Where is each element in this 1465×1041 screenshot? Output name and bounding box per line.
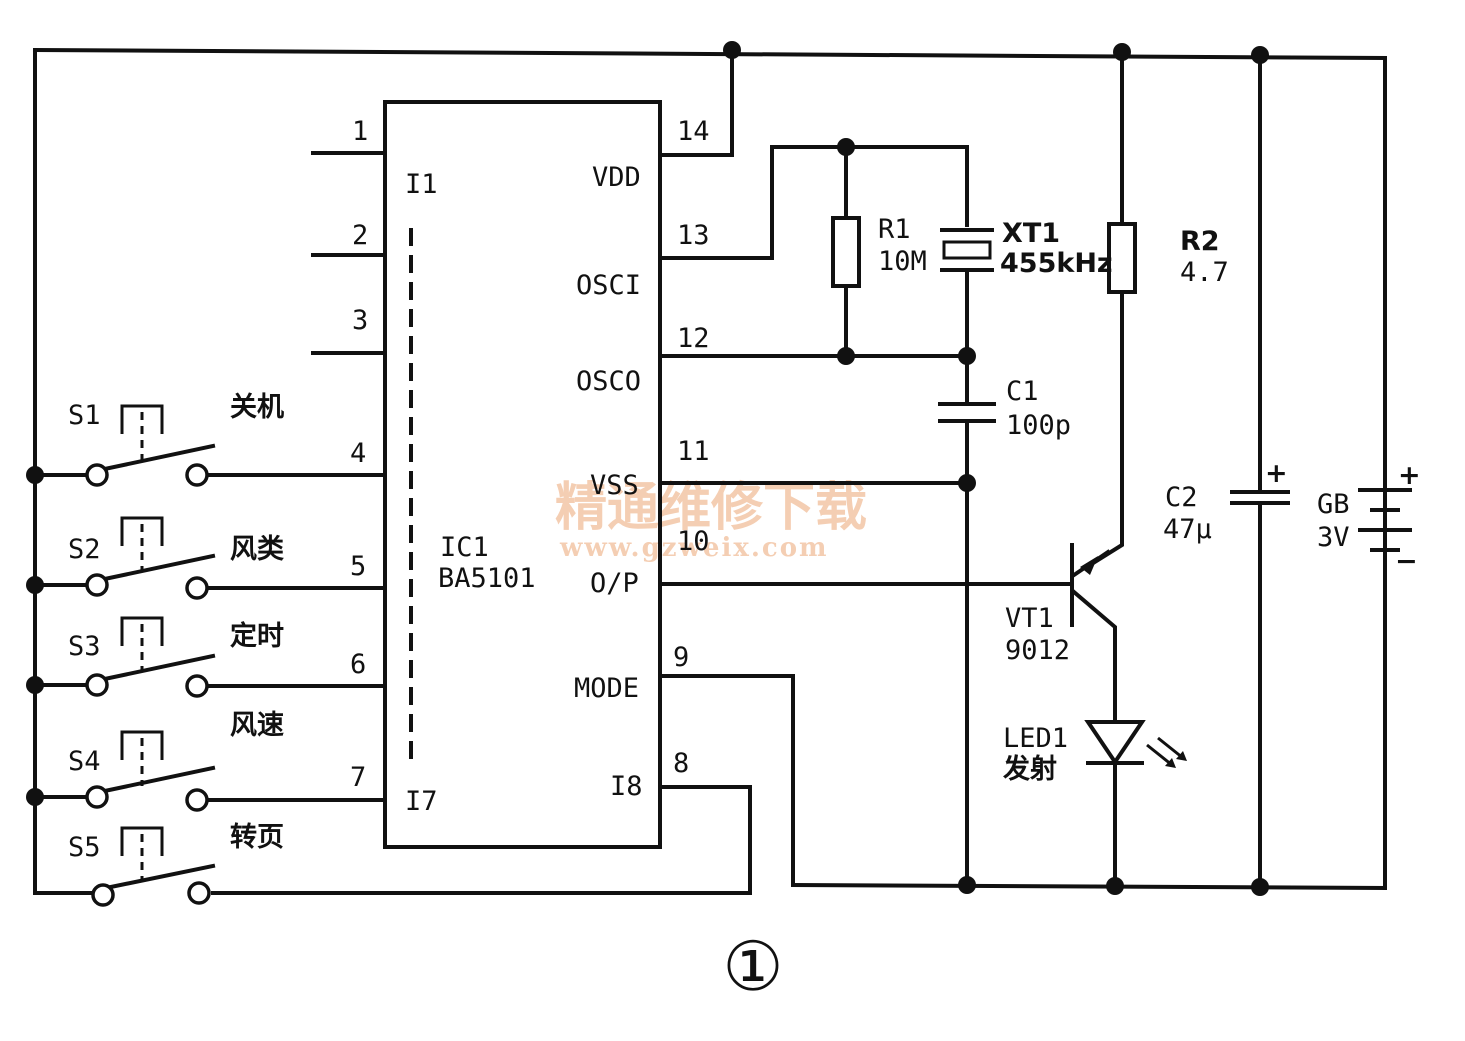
pin-name-vss: VSS xyxy=(590,470,639,501)
ic-ref: IC1 xyxy=(440,532,489,563)
pin-number-5: 5 xyxy=(350,551,366,582)
pin-name-op: O/P xyxy=(590,568,639,599)
gb-ref: GB xyxy=(1317,489,1350,520)
switch-s2[interactable] xyxy=(85,516,216,600)
vt1-emitter xyxy=(1071,549,1111,578)
pin-number-7: 7 xyxy=(350,762,366,793)
pin-number-8: 8 xyxy=(673,748,689,779)
ic-i1-label: I1 xyxy=(405,169,438,200)
switch-s3-func: 定时 xyxy=(230,620,284,652)
resistor-r2 xyxy=(1107,222,1137,294)
pin-number-6: 6 xyxy=(350,649,366,680)
pin-number-14: 14 xyxy=(677,116,710,147)
switch-s3[interactable] xyxy=(85,616,216,698)
pin-number-1: 1 xyxy=(352,116,368,147)
led1-emit-arrowhead xyxy=(1165,758,1176,768)
pin-name-mode: MODE xyxy=(574,673,639,704)
mode-wire xyxy=(658,674,795,887)
pin-number-9: 9 xyxy=(673,642,689,673)
led1-emit-arrowhead xyxy=(1176,751,1187,761)
pin-number-13: 13 xyxy=(677,220,710,251)
led1-ref: LED1 xyxy=(1003,723,1068,754)
switch-s1-ref: S1 xyxy=(68,400,101,431)
switch-s5-func: 转页 xyxy=(230,822,284,853)
r2-to-emitter xyxy=(1087,290,1124,568)
pin-number-2: 2 xyxy=(352,220,368,251)
junction-dot xyxy=(26,576,44,594)
pin-number-11: 11 xyxy=(677,436,710,467)
switch-s4-func: 风速 xyxy=(230,710,284,741)
junction-dot xyxy=(723,41,741,59)
bottom-rail xyxy=(790,882,1388,891)
pin-name-i8: I8 xyxy=(610,771,643,802)
pin-name-osco: OSCO xyxy=(576,366,641,397)
figure-number: ① xyxy=(723,928,784,1007)
pin-name-osci: OSCI xyxy=(576,270,641,301)
junction-dot xyxy=(958,474,976,492)
junction-dot xyxy=(1251,878,1269,896)
c1-value: 100p xyxy=(1006,410,1071,441)
r2-value: 4.7 xyxy=(1180,257,1229,288)
led1-emit-arrow xyxy=(1146,743,1173,767)
vt1-ref: VT1 xyxy=(1005,603,1054,634)
vt1-value: 9012 xyxy=(1005,635,1070,666)
xt1-value: 455kHz xyxy=(1000,248,1113,279)
pin-number-3: 3 xyxy=(352,305,368,336)
switch-s2-ref: S2 xyxy=(68,534,101,565)
junction-dot xyxy=(1113,43,1131,61)
ic-part: BA5101 xyxy=(438,563,536,594)
ic-i7-label: I7 xyxy=(405,786,438,817)
r1-ref: R1 xyxy=(878,214,911,245)
crystal-xt1 xyxy=(942,240,992,260)
junction-dot xyxy=(958,347,976,365)
gb-value: 3V xyxy=(1317,522,1350,553)
vdd-wire xyxy=(658,48,734,157)
osci-wire xyxy=(658,145,969,260)
switch-s5[interactable] xyxy=(91,826,216,907)
switch-s5-ref: S5 xyxy=(68,832,101,863)
s5-to-pin8 xyxy=(211,785,752,895)
xt1-ref: XT1 xyxy=(1002,218,1060,249)
pin-number-12: 12 xyxy=(677,323,710,354)
switch-s3-ref: S3 xyxy=(68,631,101,662)
led1-func: 发射 xyxy=(1002,753,1057,785)
pin-number-4: 4 xyxy=(350,438,366,469)
c1-ref: C1 xyxy=(1006,376,1039,407)
watermark-url: www.gzweix.com xyxy=(559,533,829,563)
top-rail xyxy=(32,47,1388,61)
r1-value: 10M xyxy=(878,246,927,277)
junction-dot xyxy=(1106,877,1124,895)
pin-number-10: 10 xyxy=(677,526,710,557)
led1-emit-arrow xyxy=(1157,736,1184,760)
r2-ref: R2 xyxy=(1180,226,1220,257)
junction-dot xyxy=(26,676,44,694)
pin-name-vdd: VDD xyxy=(592,162,641,193)
battery-plus: + xyxy=(1398,460,1421,491)
junction-dot xyxy=(958,876,976,894)
switch-s4[interactable] xyxy=(85,730,216,812)
switch-s4-ref: S4 xyxy=(68,746,101,777)
junction-dot xyxy=(1251,46,1269,64)
c2-ref: C2 xyxy=(1165,482,1198,513)
led-led1 xyxy=(1084,720,1146,766)
switch-s2-func: 风类 xyxy=(230,534,284,565)
resistor-r1 xyxy=(831,216,861,288)
switch-s1[interactable] xyxy=(85,404,216,487)
watermark-cn: 精通维修下载 xyxy=(555,477,867,538)
switch-s1-func: 关机 xyxy=(230,392,284,423)
junction-dot xyxy=(837,347,855,365)
c2-plus-sign: + xyxy=(1265,458,1288,489)
junction-dot xyxy=(26,466,44,484)
vt1-collector xyxy=(1071,589,1117,722)
battery-minus: − xyxy=(1395,546,1418,577)
c2-value: 47μ xyxy=(1163,514,1212,545)
junction-dot xyxy=(26,788,44,806)
